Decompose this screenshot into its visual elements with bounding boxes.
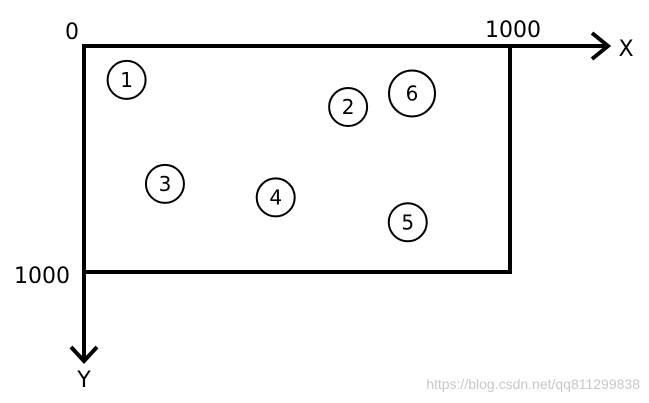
x-max-label: 1000: [485, 18, 541, 43]
node-label: 6: [406, 81, 419, 105]
node-2: 2: [328, 87, 369, 128]
y-max-label: 1000: [14, 264, 70, 289]
y-axis-arrowhead: [69, 345, 99, 364]
node-circle: [328, 87, 369, 128]
x-axis-label: X: [618, 37, 633, 62]
node-label: 2: [342, 95, 355, 119]
node-circle: [106, 59, 147, 100]
nodes-group: 1 2 3 4 5 6: [106, 59, 437, 243]
node-4: 4: [255, 177, 296, 218]
node-label: 3: [159, 172, 172, 196]
node-label: 1: [120, 68, 133, 92]
region-rectangle: [82, 44, 512, 274]
node-5: 5: [387, 202, 428, 243]
node-3: 3: [144, 163, 185, 204]
watermark-text: https://blog.csdn.net/qq811299838: [426, 376, 640, 392]
node-circle: [144, 163, 185, 204]
node-label: 5: [401, 210, 414, 234]
y-axis-label: Y: [76, 368, 91, 393]
x-axis-arrowhead: [590, 31, 612, 61]
node-6: 6: [388, 69, 437, 118]
node-circle: [388, 69, 437, 118]
node-1: 1: [106, 59, 147, 100]
node-circle: [387, 202, 428, 243]
node-circle: [255, 177, 296, 218]
origin-label: 0: [65, 20, 79, 45]
node-label: 4: [269, 185, 282, 209]
